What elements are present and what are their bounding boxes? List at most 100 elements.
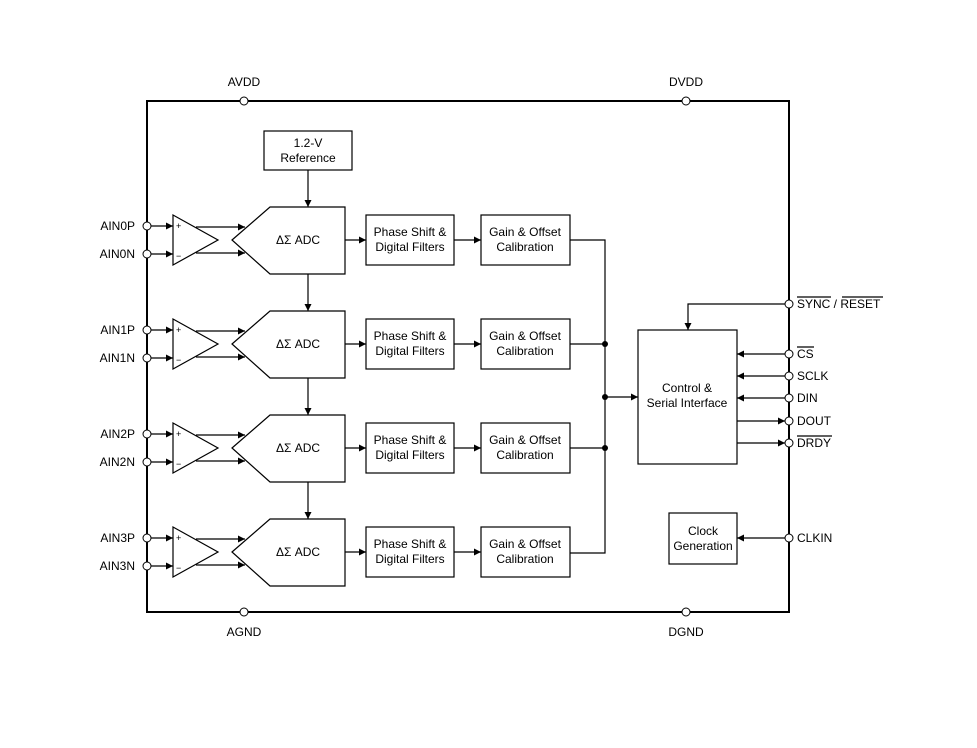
filter-1-label-line1: Phase Shift & — [374, 329, 447, 343]
reference-label-line1: 1.2-V — [294, 136, 323, 150]
ain3p-label: AIN3P — [100, 531, 135, 545]
calib-1-label-line2: Calibration — [496, 344, 553, 358]
reference-block: 1.2-V Reference — [263, 130, 353, 171]
dvdd-label: DVDD — [669, 75, 703, 89]
calib-3-label-line1: Gain & Offset — [489, 537, 561, 551]
avdd-pin — [239, 96, 249, 106]
pga-2-plus-sign: + — [176, 429, 181, 439]
reset-label: RESET — [840, 297, 881, 311]
dgnd-label: DGND — [668, 625, 704, 639]
calib-3-label-line2: Calibration — [496, 552, 553, 566]
dout-pin — [784, 416, 794, 426]
adc-3-label: ΔΣ ADC — [276, 545, 320, 559]
filter-block-0 — [365, 214, 455, 266]
pga-1-minus-sign: − — [176, 355, 181, 365]
ain2n-pin — [142, 457, 152, 467]
pga-3-plus-sign: + — [176, 533, 181, 543]
clkin-label: CLKIN — [797, 531, 832, 545]
filter-0-label-line1: Phase Shift & — [374, 225, 447, 239]
filter-2-label-line2: Digital Filters — [375, 448, 444, 462]
dvdd-pin — [681, 96, 691, 106]
pga-1 — [172, 317, 220, 371]
clock-label-line1: Clock — [688, 524, 719, 538]
adc-0-label: ΔΣ ADC — [276, 233, 320, 247]
filter-0-label-line2: Digital Filters — [375, 240, 444, 254]
drdy-pin — [784, 438, 794, 448]
filter-1-label-line2: Digital Filters — [375, 344, 444, 358]
calib-0-label-line2: Calibration — [496, 240, 553, 254]
channel-0: AIN0P AIN0N + − ΔΣ ADC Phase Shift &Digital F… — [100, 206, 571, 311]
adc-2-label: ΔΣ ADC — [276, 441, 320, 455]
pga-2-minus-sign: − — [176, 459, 181, 469]
sclk-pin — [784, 371, 794, 381]
ain1n-pin — [142, 353, 152, 363]
ain2p-label: AIN2P — [100, 427, 135, 441]
calib-1-label-line1: Gain & Offset — [489, 329, 561, 343]
sync-reset-separator: / — [830, 297, 840, 311]
bus-junction-ch2 — [602, 445, 608, 451]
bus-junction-ch1 — [602, 341, 608, 347]
filter-3-label-line2: Digital Filters — [375, 552, 444, 566]
filter-block-1 — [365, 318, 455, 370]
calibration-block-3 — [480, 526, 571, 578]
ain0p-pin — [142, 221, 152, 231]
dout-label: DOUT — [797, 414, 832, 428]
pga-0-plus-sign: + — [176, 221, 181, 231]
sync-label: SYNC — [797, 297, 831, 311]
sync-reset-pin — [784, 299, 794, 309]
control-label-line1: Control & — [662, 381, 712, 395]
ain0n-pin — [142, 249, 152, 259]
pga-3-minus-sign: − — [176, 563, 181, 573]
reference-label-line2: Reference — [280, 151, 336, 165]
pga-2 — [172, 421, 220, 475]
ain1p-label: AIN1P — [100, 323, 135, 337]
agnd-pin — [239, 607, 249, 617]
avdd-label: AVDD — [228, 75, 261, 89]
ain3p-pin — [142, 533, 152, 543]
filter-block-2 — [365, 422, 455, 474]
ain1n-label: AIN1N — [100, 351, 135, 365]
pga-0-minus-sign: − — [176, 251, 181, 261]
clock-label-line2: Generation — [673, 539, 732, 553]
ain1p-pin — [142, 325, 152, 335]
calib-2-label-line2: Calibration — [496, 448, 553, 462]
sclk-label: SCLK — [797, 369, 828, 383]
ain0n-label: AIN0N — [100, 247, 135, 261]
cs-pin — [784, 349, 794, 359]
ain2n-label: AIN2N — [100, 455, 135, 469]
filter-block-3 — [365, 526, 455, 578]
drdy-label: DRDY — [797, 436, 831, 450]
adc-1-label: ΔΣ ADC — [276, 337, 320, 351]
din-pin — [784, 393, 794, 403]
ain3n-label: AIN3N — [100, 559, 135, 573]
ain0p-label: AIN0P — [100, 219, 135, 233]
control-label-line2: Serial Interface — [647, 396, 728, 410]
channel-3: AIN3P AIN3N + − ΔΣ ADC Phase Shift &Digital F… — [100, 518, 571, 587]
control-serial-interface-block: Control & Serial Interface — [637, 329, 738, 465]
filter-3-label-line1: Phase Shift & — [374, 537, 447, 551]
calib-0-label-line1: Gain & Offset — [489, 225, 561, 239]
channel-1: AIN1P AIN1N + − ΔΣ ADC Phase Shift &Digital F… — [100, 310, 571, 415]
filter-2-label-line1: Phase Shift & — [374, 433, 447, 447]
din-label: DIN — [797, 391, 818, 405]
channel-2: AIN2P AIN2N + − ΔΣ ADC Phase Shift &Digital F… — [100, 414, 571, 519]
sync-reset-line — [684, 303, 785, 330]
pga-1-plus-sign: + — [176, 325, 181, 335]
pga-3 — [172, 525, 220, 579]
calibration-bus — [570, 239, 606, 554]
calibration-block-0 — [480, 214, 571, 266]
calibration-block-2 — [480, 422, 571, 474]
ain2p-pin — [142, 429, 152, 439]
ain3n-pin — [142, 561, 152, 571]
clock-generation-block: Clock Generation — [668, 512, 738, 565]
dgnd-pin — [681, 607, 691, 617]
pga-0 — [172, 213, 220, 267]
calib-2-label-line1: Gain & Offset — [489, 433, 561, 447]
calibration-block-1 — [480, 318, 571, 370]
cs-label: CS — [797, 347, 814, 361]
clkin-pin — [784, 533, 794, 543]
sync-reset-label: SYNC / RESET — [797, 297, 881, 311]
agnd-label: AGND — [227, 625, 262, 639]
